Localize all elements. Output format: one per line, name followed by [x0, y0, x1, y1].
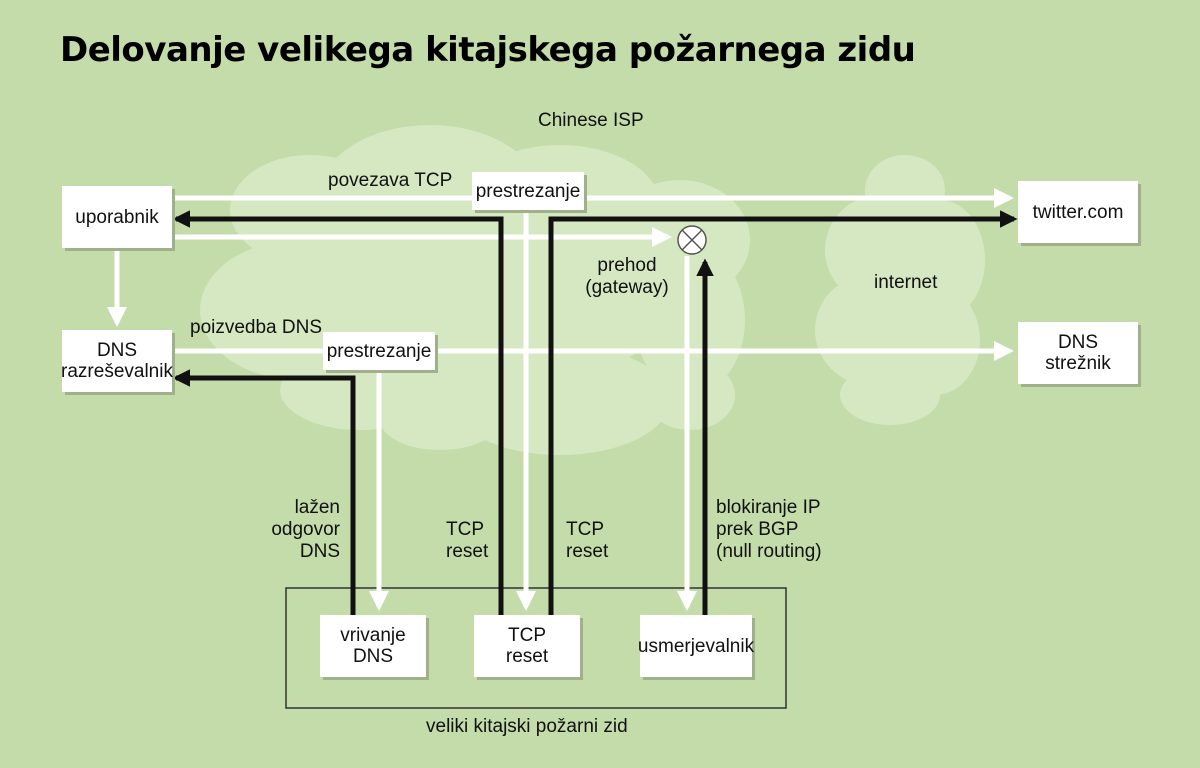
tcp-reset-box-label-1: TCP [508, 625, 546, 646]
twitter-box: twitter.com [1018, 181, 1138, 243]
dns-intercept-box: prestrezanje [323, 332, 435, 370]
tcp-reset-left-label-1: TCP [446, 519, 484, 540]
gateway-label: prehod (gateway) [580, 255, 674, 299]
tcp-reset-box: TCP reset [474, 615, 580, 677]
tcp-intercept-label: prestrezanje [475, 180, 581, 202]
chinese-isp-label: Chinese ISP [538, 110, 644, 131]
router-label: usmerjevalnik [637, 635, 755, 657]
dns-injection-label-1: vrivanje [340, 625, 406, 646]
tcp-reset-right-label: TCP reset [566, 519, 608, 563]
tcp-reset-left-label-2: reset [446, 541, 489, 562]
user-box: uporabnik [62, 186, 172, 248]
ip-block-label-1: blokiranje IP [716, 497, 821, 518]
tcp-connection-label: povezava TCP [328, 170, 453, 191]
internet-cloud [815, 155, 985, 425]
fake-dns-label-1: lažen [294, 497, 340, 518]
internet-label: internet [874, 272, 938, 293]
dns-resolver-label-2: razreševalnik [61, 361, 173, 382]
fake-dns-label-3: DNS [299, 541, 340, 562]
fake-dns-label: lažen odgovor DNS [250, 497, 340, 563]
dns-query-label: poizvedba DNS [190, 317, 323, 338]
dns-resolver-label-1: DNS [96, 340, 138, 361]
great-firewall-frame [285, 587, 787, 709]
dns-server-box: DNS strežnik [1018, 322, 1138, 384]
tcp-intercept-box: prestrezanje [472, 172, 584, 210]
tcp-reset-right-label-1: TCP [566, 519, 604, 540]
gateway-block-icon [677, 225, 707, 255]
ip-block-label: blokiranje IP prek BGP (null routing) [716, 497, 822, 563]
tcp-reset-to-twitter-arrow [548, 210, 1018, 615]
gateway-label-1: prehod [597, 255, 657, 276]
dns-injection-label-2: DNS [352, 646, 394, 667]
router-box: usmerjevalnik [637, 615, 755, 677]
tcp-reset-left-label: TCP reset [446, 519, 488, 563]
dns-server-label-1: DNS [1057, 332, 1099, 353]
dns-injection-box: vrivanje DNS [320, 615, 426, 677]
fake-dns-label-2: odgovor [271, 519, 340, 540]
twitter-label: twitter.com [1032, 201, 1124, 223]
dns-resolver-box: DNS razreševalnik [61, 330, 173, 392]
tcp-reset-right-label-2: reset [566, 541, 609, 562]
tcp-reset-box-label-2: reset [505, 646, 549, 667]
dns-server-label-2: strežnik [1045, 353, 1111, 374]
page-title: Delovanje velikega kitajskega požarnega … [60, 30, 916, 70]
ip-block-label-3: (null routing) [716, 541, 822, 562]
ip-block-label-2: prek BGP [716, 519, 799, 540]
tcp-reset-to-user-arrow [172, 210, 504, 615]
dns-intercept-label: prestrezanje [326, 340, 432, 362]
fake-dns-answer-arrow [172, 369, 356, 615]
gateway-label-2: (gateway) [585, 277, 669, 298]
great-firewall-label: veliki kitajski požarni zid [426, 716, 628, 737]
user-label: uporabnik [75, 206, 159, 228]
